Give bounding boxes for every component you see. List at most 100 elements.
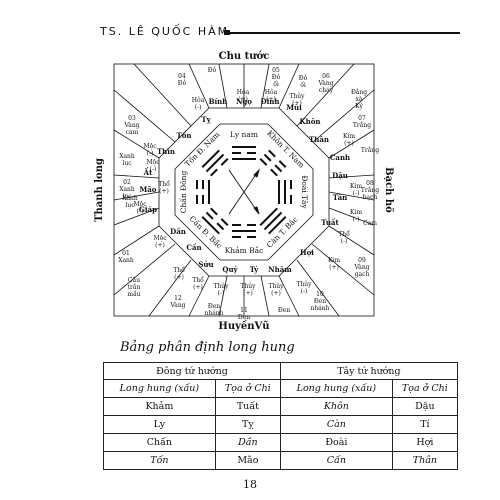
table-cell: Tốn	[103, 451, 216, 470]
color-label: Trắng	[361, 147, 379, 154]
table-header-row: Long hung (xấu) Tọa ở Chi Long hung (xấu…	[103, 379, 459, 398]
element-label: Kim(-)	[350, 183, 362, 197]
table-cell: Hợi	[391, 433, 459, 452]
bagua-diagram: Chu tước HuyềnVũ Thanh long Bạch hổ Ly n…	[94, 51, 394, 332]
group-dong: Đông tứ hướng	[103, 362, 281, 380]
mountain-label: Cấn	[186, 243, 201, 252]
element-label: Hỏa(+)	[265, 89, 278, 103]
mountain-label: Dậu	[332, 171, 348, 180]
mountain-label: Ất	[143, 167, 153, 177]
table-cell: Cấn	[279, 451, 393, 470]
mountain-label: Nhâm	[268, 265, 292, 274]
element-label: Thổ(+)	[192, 277, 204, 291]
element-label: Thủy(+)	[289, 93, 305, 107]
direction-left: Thanh long	[94, 158, 105, 222]
mountain-label: Tỵ	[201, 115, 211, 124]
page-header: TS. LÊ QUỐC HÀM	[100, 26, 460, 40]
element-label: Mộc(-)	[143, 143, 157, 157]
color-label: Đỏ	[208, 67, 217, 74]
table-cell: Chấn	[103, 433, 216, 452]
table-row: Chấn Dần Đoài Hợi	[103, 433, 459, 452]
inner-W: Chấn Đông	[179, 171, 188, 214]
element-label: Thủy(+)	[240, 283, 256, 297]
inner-NE: Khôn T. Nam	[265, 129, 306, 170]
element-label: Kim(+)	[328, 257, 340, 271]
element-label: Thủy(-)	[296, 281, 312, 295]
table-cell: Khảm	[103, 397, 216, 416]
mountain-label: Dần	[170, 227, 186, 236]
element-label: Thổ(+)	[158, 181, 170, 195]
mountain-label: Sửu	[198, 260, 213, 269]
table-cell: Ly	[103, 415, 216, 434]
table-cell: Dậu	[391, 397, 459, 416]
table-row: Khảm Tuất Khôn Dậu	[103, 397, 459, 416]
col-header-long-hung: Long hung (xấu)	[103, 379, 216, 398]
header-rule-marker	[224, 30, 230, 35]
table-cell: Dần	[214, 433, 281, 452]
color-label: Cam	[363, 220, 377, 227]
element-label: Kim(+)	[343, 133, 355, 147]
element-label: Thủy(+)	[268, 283, 284, 297]
element-label: Thổ(+)	[173, 267, 185, 281]
table-group-row: Đông tứ hướng Tây tứ hướng	[103, 362, 459, 380]
col-header-toa-chi: Tọa ở Chi	[214, 379, 281, 398]
table-row: Ly Tỵ Càn Tí	[103, 415, 459, 434]
mountain-label: Mão	[140, 185, 157, 194]
mountain-label: Giáp	[139, 205, 157, 214]
header-rule	[228, 32, 460, 34]
direction-right: Bạch hổ	[383, 167, 394, 213]
group-tay: Tây tứ hướng	[279, 362, 459, 380]
mountain-label: Đinh	[261, 97, 280, 106]
table-cell: Đoài	[279, 433, 393, 452]
mountain-label: Mùi	[286, 103, 302, 112]
col-header-toa-chi: Tọa ở Chi	[391, 379, 459, 398]
element-labels: Hỏa(-)Hỏa(+)Hỏa(+)Thủy(+)Kim(+)Kim(-)Kim…	[133, 89, 362, 297]
element-label: Thủy(-)	[213, 283, 229, 297]
element-label: Mộc(-)	[146, 159, 160, 173]
mountain-label: Thìn	[157, 147, 175, 156]
table-caption: Bảng phân định long hung	[120, 340, 295, 355]
table-row: Tốn Mão Cấn Thân	[103, 451, 459, 470]
page-number: 18	[243, 478, 257, 491]
table-cell: Tuất	[214, 397, 281, 416]
color-label: Đen	[278, 307, 290, 314]
mountain-label: Thân	[309, 135, 329, 144]
element-label: Mộc(-)	[133, 201, 147, 215]
mountain-label: Ngọ	[236, 97, 252, 106]
element-label: Thổ(-)	[338, 231, 350, 245]
inner-N: Ly nam	[230, 130, 258, 139]
mountain-label: Quý	[222, 265, 238, 274]
direction-bottom: HuyềnVũ	[218, 320, 269, 332]
element-label: Hỏa(+)	[237, 89, 250, 103]
mountain-label: Tuất	[321, 218, 339, 227]
table-cell: Tí	[391, 415, 459, 434]
inner-S: Khảm Bắc	[225, 246, 264, 255]
table-cell: Mão	[214, 451, 281, 470]
mountain-label: Canh	[330, 153, 350, 162]
mountain-label: Tốn	[177, 131, 192, 140]
mountain-label: Khôn	[300, 117, 321, 126]
element-label: Mộc(+)	[153, 235, 167, 249]
mountain-label: Tý	[250, 265, 259, 274]
element-label: Kim(-)	[350, 209, 362, 223]
